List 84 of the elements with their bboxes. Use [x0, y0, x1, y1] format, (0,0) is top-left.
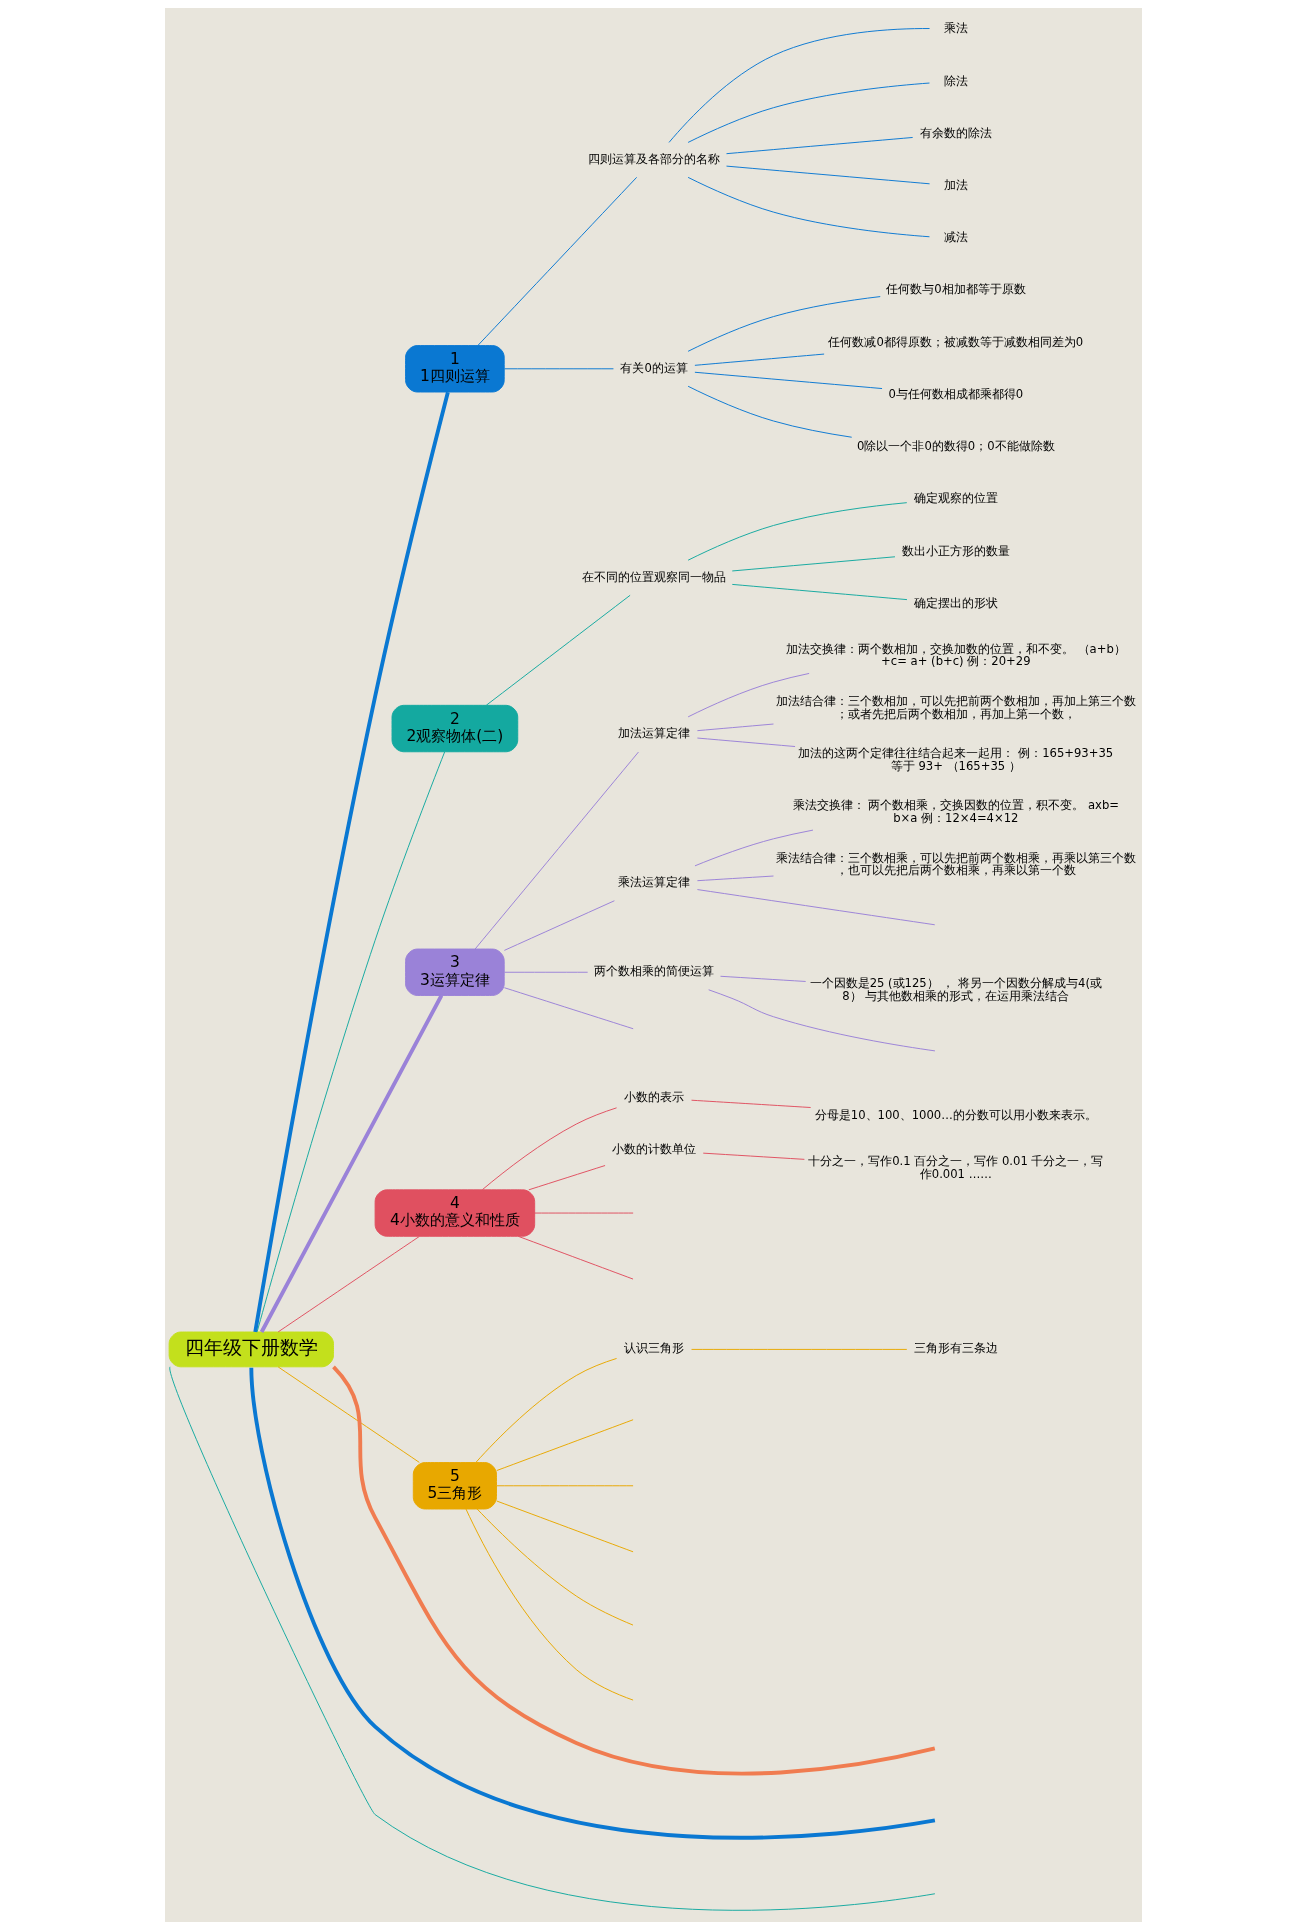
connector [476, 1508, 633, 1626]
connector [503, 900, 615, 951]
node-text: 任何数与0相加都等于原数 [885, 282, 1026, 297]
node-text: 一个因数是25 (或125） ， 将另一个因数分解成与4(或8） 与其他数相乘的形式，在运用乘法结合 [809, 976, 1102, 1003]
connector [693, 829, 813, 867]
connector [517, 1235, 634, 1280]
node-text: 认识三角形 [623, 1341, 684, 1356]
connector [668, 28, 930, 143]
node-text: 乘法结合律：三个数相乘，可以先把前两个数相乘，再乘以第三个数，也可以先把后两个数相乘，再乘以第一个数 [775, 850, 1136, 878]
node-box: 3 3运算定律 [404, 948, 505, 996]
connector [495, 1419, 634, 1472]
connector [533, 1212, 634, 1214]
connector [731, 556, 895, 572]
node-box: 5 5三角形 [412, 1462, 497, 1510]
node-text: 乘法交换律： 两个数相乘，交换因数的位置，积不变。 axb= b×a 例：12×4=4×12 [792, 798, 1119, 825]
node-box: 2 2观察物体(二) [391, 704, 518, 753]
node-text: 加法 [943, 178, 968, 193]
node-box: 4 4小数的意义和性质 [374, 1189, 535, 1237]
connector [477, 176, 637, 346]
node-text: 乘法 [943, 21, 968, 36]
connector [687, 385, 852, 438]
node-text: 小数的表示 [623, 1089, 684, 1104]
node-text: 在不同的位置观察同一物品 [581, 569, 726, 584]
connector [690, 1099, 811, 1108]
connector [731, 583, 907, 601]
node-text: 分母是10、100、1000…的分数可以用小数来表示。 [814, 1108, 1097, 1123]
node-text: 小数的计数单位 [611, 1142, 696, 1157]
connector [248, 1367, 935, 1840]
node-text: 两个数相乘的简便运算 [593, 964, 714, 979]
connector [252, 391, 450, 1333]
connector [481, 1107, 617, 1191]
node-text: 确定摆出的形状 [913, 595, 998, 610]
connector [503, 987, 634, 1030]
node-text: 有余数的除法 [919, 125, 992, 140]
connector [503, 368, 614, 370]
connector [169, 1366, 935, 1911]
connector [687, 82, 930, 143]
connector [277, 1366, 420, 1463]
connector [696, 737, 796, 748]
node-text: 加法运算定律 [617, 726, 690, 741]
connector [277, 1236, 420, 1333]
connector [690, 1348, 907, 1350]
connector [503, 971, 588, 973]
connector [495, 1500, 634, 1553]
connector [687, 296, 881, 352]
connector [259, 994, 443, 1333]
connector [696, 875, 774, 882]
connector [474, 1357, 617, 1463]
node-text: 四则运算及各部分的名称 [587, 151, 720, 166]
connector [719, 975, 806, 982]
connector [693, 353, 825, 366]
node-text: 减法 [943, 230, 968, 245]
connector [256, 751, 445, 1333]
node-text: 加法结合律：三个数相加，可以先把前两个数相加，再加上第三个数；或者先把后两个数相加，再加上第一个数， [775, 693, 1136, 721]
connector [464, 1508, 634, 1701]
connector [696, 723, 774, 732]
connector [485, 594, 631, 706]
connector [693, 371, 883, 390]
node-text: 加法交换律：两个数相加，交换加数的位置，和不变。 （a+b）+c= a+ (b+c) 例：20+29 [785, 641, 1126, 669]
connector [527, 1165, 606, 1191]
connector [331, 1365, 935, 1776]
connector [725, 136, 913, 155]
node-text: 数出小正方形的数量 [901, 543, 1010, 558]
connector [702, 1152, 805, 1160]
node-text: 加法的这两个定律往往结合起来一起用： 例：165+93+35等于 93+ （165+35 ） [797, 746, 1113, 773]
node-text: 乘法运算定律 [617, 875, 690, 890]
connector [495, 1485, 634, 1487]
connector [707, 989, 935, 1052]
node-text: 有关0的运算 [619, 360, 688, 375]
node-text: 任何数减0都得原数；被减数等于减数相同差为0 [827, 334, 1083, 349]
node-text: 0与任何数相成都乘都得0 [887, 386, 1023, 401]
node-text: 十分之一，写作0.1 百分之一，写作 0.01 千分之一，写作0.001 …… [807, 1154, 1103, 1181]
node-text: 确定观察的位置 [913, 491, 998, 506]
node-box: 四年级下册数学 [168, 1331, 334, 1368]
connector [687, 502, 907, 561]
connector [696, 889, 935, 926]
connector [474, 751, 639, 950]
node-text: 三角形有三条边 [913, 1341, 998, 1356]
connector [725, 165, 930, 185]
node-text: 除法 [943, 73, 968, 88]
connector [687, 672, 810, 718]
node-text: 0除以一个非0的数得0；0不能做除数 [856, 439, 1055, 454]
connector [687, 176, 930, 238]
node-box: 1 1四则运算 [404, 345, 505, 393]
